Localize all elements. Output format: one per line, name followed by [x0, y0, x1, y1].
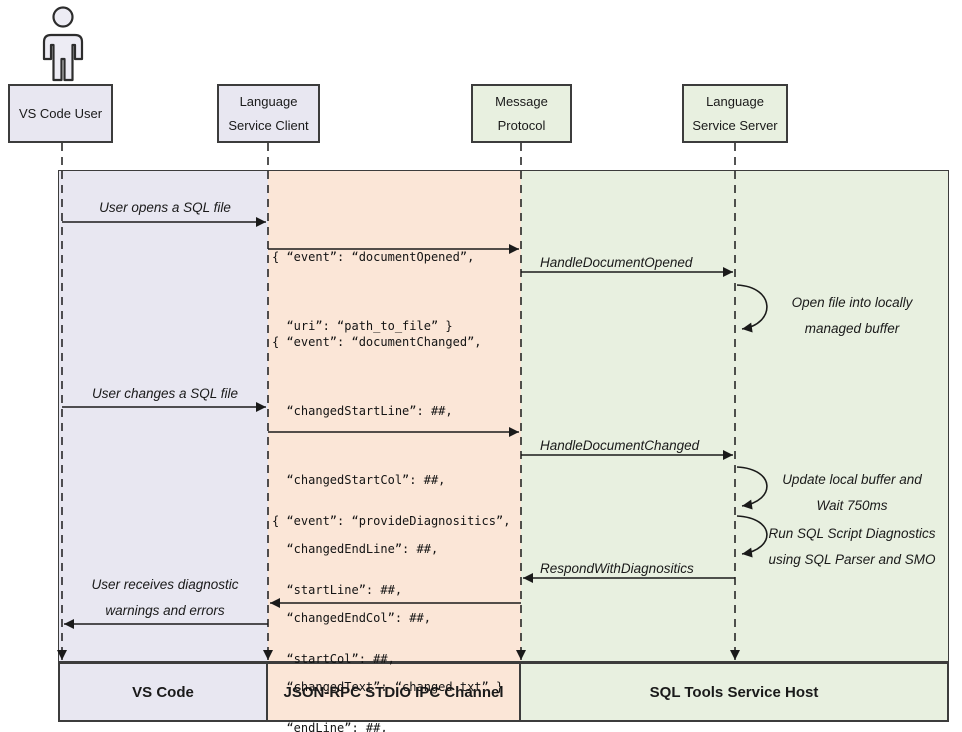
- actor-server-label-line1: Language: [706, 93, 764, 109]
- json-document-changed-line: “changedStartLine”: ##,: [272, 404, 453, 418]
- json-provide-diagnostics-line: { “event”: “provideDiagnositics”,: [272, 514, 511, 528]
- note-open-buffer: Open file into locally managed buffer: [757, 290, 947, 342]
- note-user-receives-line1: User receives diagnostic: [91, 577, 239, 592]
- user-icon: [42, 6, 84, 82]
- footer-ipc-channel-label: JSON-RPC STDIO IPC Channel: [283, 683, 504, 701]
- json-document-changed-line: “changedText”: “changed txt” }: [272, 680, 504, 694]
- footer-service-host: SQL Tools Service Host: [519, 662, 949, 722]
- footer-vscode-label: VS Code: [132, 683, 194, 701]
- self-loop-run-diagnostics: [736, 515, 768, 558]
- json-document-changed-line: “changedStartCol”: ##,: [272, 473, 446, 487]
- actor-language-service-server: Language Service Server: [682, 84, 788, 143]
- label-user-changes-sql-file: User changes a SQL file: [91, 386, 239, 401]
- lane-vscode: [58, 171, 268, 662]
- footer-ipc-channel: JSON-RPC STDIO IPC Channel: [266, 662, 521, 722]
- note-run-diagnostics: Run SQL Script Diagnostics using SQL Par…: [757, 521, 947, 573]
- actor-message-protocol: Message Protocol: [471, 84, 572, 143]
- self-loop-update-buffer: [736, 466, 768, 510]
- note-open-buffer-line2: managed buffer: [804, 321, 900, 336]
- note-user-receives-line2: warnings and errors: [105, 603, 225, 618]
- footer-service-host-label: SQL Tools Service Host: [649, 683, 819, 701]
- note-update-buffer-line1: Update local buffer and: [782, 472, 922, 487]
- note-run-diagnostics-line1: Run SQL Script Diagnostics: [768, 526, 936, 541]
- json-document-changed-line: “changedEndLine”: ##,: [272, 542, 439, 556]
- json-document-changed: { “event”: “documentChanged”, “changedSt…: [272, 285, 503, 732]
- footer-vscode: VS Code: [58, 662, 268, 722]
- actor-server-label-line2: Service Server: [692, 117, 778, 133]
- actor-client-label-line2: Service Client: [228, 117, 309, 133]
- note-update-buffer: Update local buffer and Wait 750ms: [757, 467, 947, 519]
- json-document-opened-line: { “event”: “documentOpened”,: [272, 250, 475, 264]
- note-update-buffer-line2: Wait 750ms: [816, 498, 888, 513]
- json-document-opened-line: “uri”: “path_to_file” }: [272, 319, 453, 333]
- actor-vscode-user: VS Code User: [8, 84, 113, 143]
- lane-ipc-channel: [268, 171, 521, 662]
- label-user-opens-sql-file: User opens a SQL file: [99, 200, 231, 215]
- json-document-opened: { “event”: “documentOpened”, “uri”: “pat…: [272, 200, 474, 384]
- json-document-changed-line: “changedEndCol”: ##,: [272, 611, 431, 625]
- json-provide-diagnostics-line: “startCol”: ##,: [272, 652, 395, 666]
- note-run-diagnostics-line2: using SQL Parser and SMO: [768, 552, 936, 567]
- json-provide-diagnostics: { “event”: “provideDiagnositics”, “start…: [272, 464, 510, 732]
- note-user-receives-diagnostics: User receives diagnostic warnings and er…: [70, 572, 260, 624]
- lane-region-border: [58, 170, 949, 662]
- actor-protocol-label-line1: Message: [495, 93, 548, 109]
- json-provide-diagnostics-line: “startLine”: ##,: [272, 583, 403, 597]
- json-document-changed-line: { “event”: “documentChanged”,: [272, 335, 482, 349]
- label-handle-document-opened: HandleDocumentOpened: [540, 255, 693, 270]
- self-loop-open-buffer: [736, 284, 768, 333]
- actor-vscode-user-label: VS Code User: [18, 105, 103, 121]
- actor-protocol-label-line2: Protocol: [497, 117, 546, 133]
- note-open-buffer-line1: Open file into locally: [791, 295, 913, 310]
- actor-client-label-line1: Language: [239, 93, 298, 109]
- json-provide-diagnostics-line: “endLine”: ##,: [272, 721, 388, 732]
- actor-language-service-client: Language Service Client: [217, 84, 320, 143]
- label-handle-document-changed: HandleDocumentChanged: [540, 438, 700, 453]
- label-respond-with-diagnostics: RespondWithDiagnositics: [540, 561, 694, 576]
